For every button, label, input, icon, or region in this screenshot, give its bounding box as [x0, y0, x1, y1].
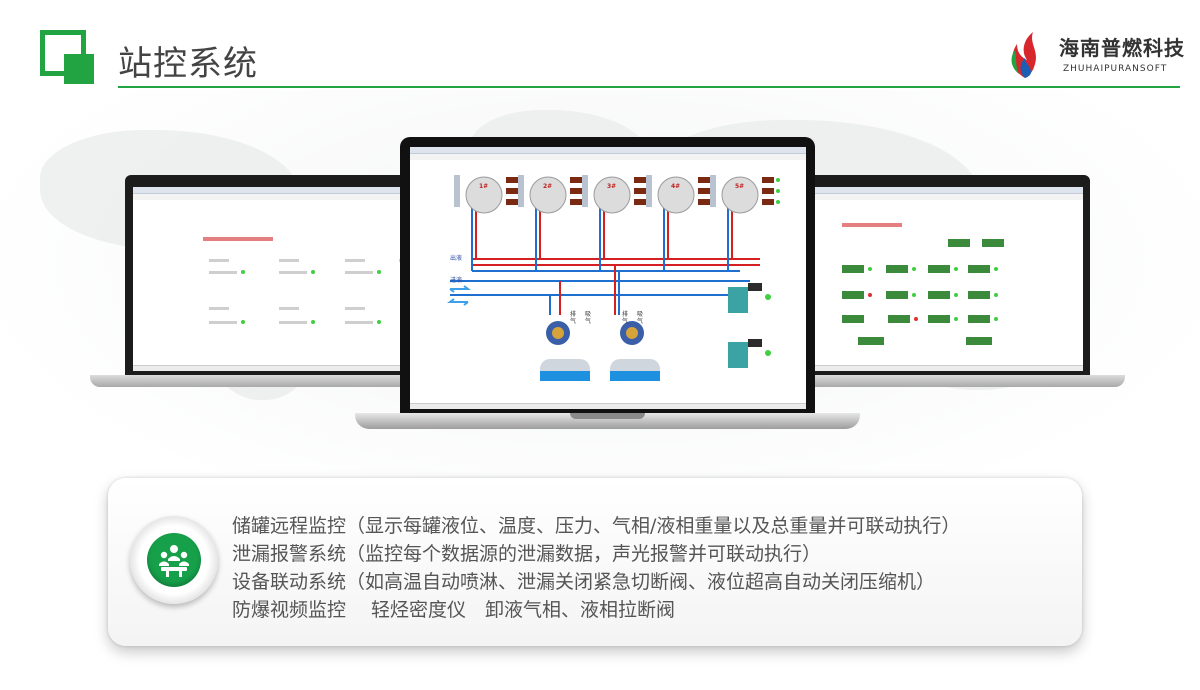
exhaust-label-1: 排气 [570, 311, 577, 325]
tank [721, 176, 759, 214]
feature-item-leak-alarm: 泄漏报警系统（监控每个数据源的泄漏数据，声光报警并可联动执行） [232, 543, 822, 565]
tank-readout [762, 188, 774, 194]
window-statusbar [133, 365, 409, 371]
laptop-right-screen [798, 187, 1083, 371]
tank-readout [506, 199, 518, 205]
laptop-main-screen: 出液 进液 排气 吸气 排气 吸气 1# 2# 3# 4# 5# [410, 147, 806, 409]
laptop-main: 出液 进液 排气 吸气 排气 吸气 1# 2# 3# 4# 5# [355, 137, 860, 432]
tank-readout [634, 177, 646, 183]
outflow-label: 出液 [450, 255, 463, 262]
tank-readout [698, 199, 710, 205]
laptop-left [90, 175, 435, 390]
feature-item-explosion-proof: 防爆视频监控 轻烃密度仪 卸液气相、液相拉断阀 [232, 599, 676, 621]
tank [657, 176, 695, 214]
tank-gauge [518, 175, 524, 207]
tank [593, 176, 631, 214]
tank-gauge [710, 175, 716, 207]
inflow-label: 进液 [450, 277, 463, 284]
tank-readout [762, 177, 774, 183]
tank-process-diagram [447, 175, 780, 381]
window-statusbar [798, 365, 1083, 371]
suction-label-1: 吸气 [585, 311, 592, 325]
tank-readout [634, 199, 646, 205]
brand-logo: 海南普燃科技 ZHUHAIPURANSOFT [1005, 30, 1185, 82]
green-square-logo-icon [40, 30, 94, 84]
tank-readout [634, 188, 646, 194]
window-titlebar [798, 187, 1083, 194]
suction-label-2: 吸气 [637, 311, 644, 325]
page-title: 站控系统 [118, 44, 258, 84]
tank-label: 4# [671, 183, 681, 190]
window-menubar [410, 154, 806, 160]
tank-status-dot [776, 200, 780, 204]
tank-gauge [582, 175, 588, 207]
feature-panel [108, 478, 1082, 646]
feature-item-tank-monitor: 储罐远程监控（显示每罐液位、温度、压力、气相/液相重量以及总重量并可联动执行） [232, 515, 961, 537]
tank-readout [570, 188, 582, 194]
leak-monitor-panel [203, 237, 407, 324]
meeting-people-icon [147, 533, 201, 587]
window-statusbar [410, 403, 806, 409]
window-titlebar [410, 147, 806, 154]
brand-name-cn: 海南普燃科技 [1059, 36, 1185, 60]
tank-readout [506, 188, 518, 194]
laptop-right-base [770, 375, 1125, 387]
tank-gauge [646, 175, 652, 207]
exhaust-label-2: 排气 [622, 311, 629, 325]
tank-readout [570, 199, 582, 205]
tank [465, 176, 503, 214]
laptop-left-screen [133, 187, 409, 371]
laptop-main-notch [570, 413, 645, 419]
tank-label: 1# [479, 183, 489, 190]
feature-list: 储罐远程监控（显示每罐液位、温度、压力、气相/液相重量以及总重量并可联动执行） … [232, 512, 1072, 624]
window-menubar [133, 194, 409, 200]
tank-gauge [454, 175, 460, 207]
tank-readout [698, 177, 710, 183]
tank-status-dot [776, 178, 780, 182]
laptop-left-base [90, 375, 435, 387]
brand-name-en: ZHUHAIPURANSOFT [1063, 64, 1168, 74]
flame-logo-icon [1011, 32, 1036, 78]
feature-item-linkage: 设备联动系统（如高温自动喷淋、泄漏关闭紧急切断阀、液位超高自动关闭压缩机） [232, 571, 936, 593]
gas-detector-panel [842, 223, 1004, 345]
tank-readout [570, 177, 582, 183]
title-divider [118, 86, 1180, 88]
tank-readout [698, 188, 710, 194]
laptop-main-base [355, 413, 860, 429]
tank-label: 3# [607, 183, 617, 190]
tank-status-dot [776, 189, 780, 193]
tank-readout [762, 199, 774, 205]
window-menubar [798, 194, 1083, 200]
laptop-right [770, 175, 1130, 390]
tank-label: 5# [735, 183, 745, 190]
tank-label: 2# [543, 183, 553, 190]
window-titlebar [133, 187, 409, 194]
tank [529, 176, 567, 214]
tank-readout [506, 177, 518, 183]
